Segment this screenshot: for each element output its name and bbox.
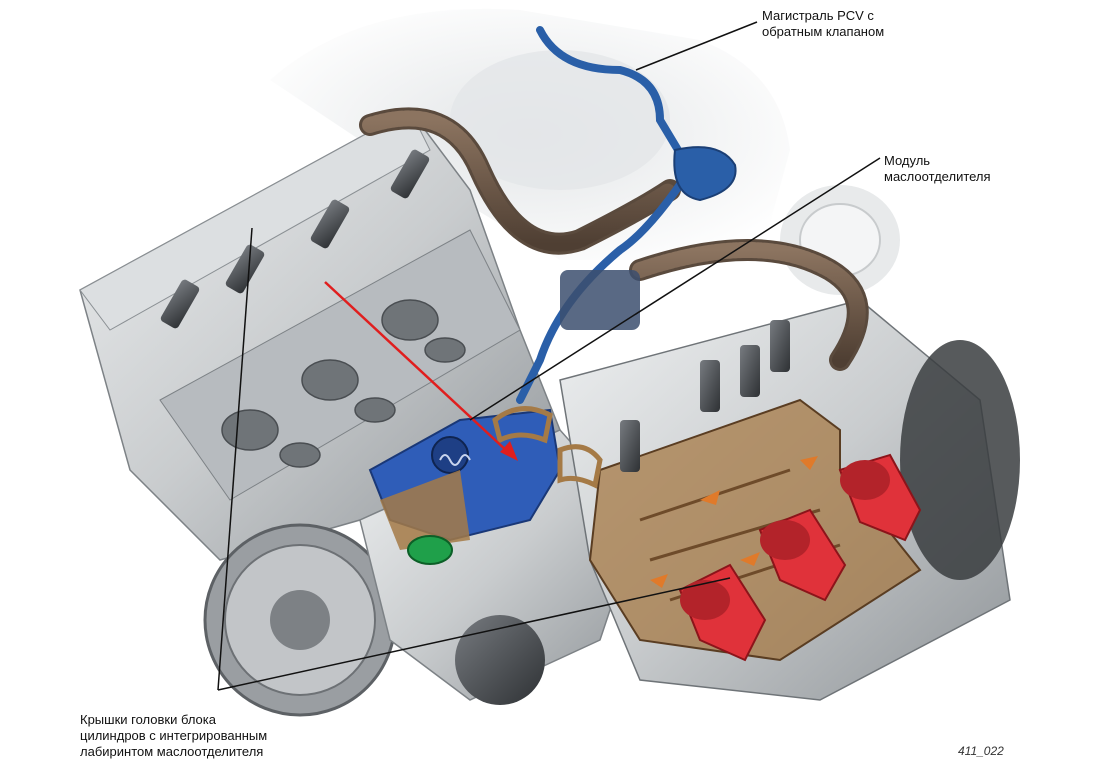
pointer-arrow (324, 281, 518, 461)
leader-line-left-cover (217, 227, 253, 691)
flow-arrows (650, 456, 818, 588)
leader-line-oil-separator (469, 157, 881, 421)
right-injectors (620, 320, 790, 472)
pcv-line-label: Магистраль PCV с обратным клапаном (762, 8, 885, 39)
ignition-coil (758, 508, 847, 602)
leader-lines (217, 21, 881, 691)
head-cover-labyrinth (588, 398, 922, 662)
figure-code: 411_022 (958, 744, 1004, 758)
oil-separator-label: Модуль маслоотделителя (884, 153, 991, 184)
ignition-coil (838, 453, 922, 542)
head-covers-label: Крышки головки блока цилиндров с интегри… (80, 712, 268, 759)
ignition-coil (678, 563, 767, 662)
leader-line-right-cover (217, 577, 731, 691)
crank-pulley (203, 523, 397, 717)
crankcase-hoses (359, 107, 869, 371)
leader-line-pcv (635, 21, 758, 71)
fuel-injectors (160, 149, 430, 329)
separator-gasket (492, 406, 603, 489)
oil-separator-module (368, 408, 562, 565)
ignition-coils (678, 453, 922, 662)
pcv-line (516, 26, 737, 404)
intake-ports (221, 299, 466, 468)
